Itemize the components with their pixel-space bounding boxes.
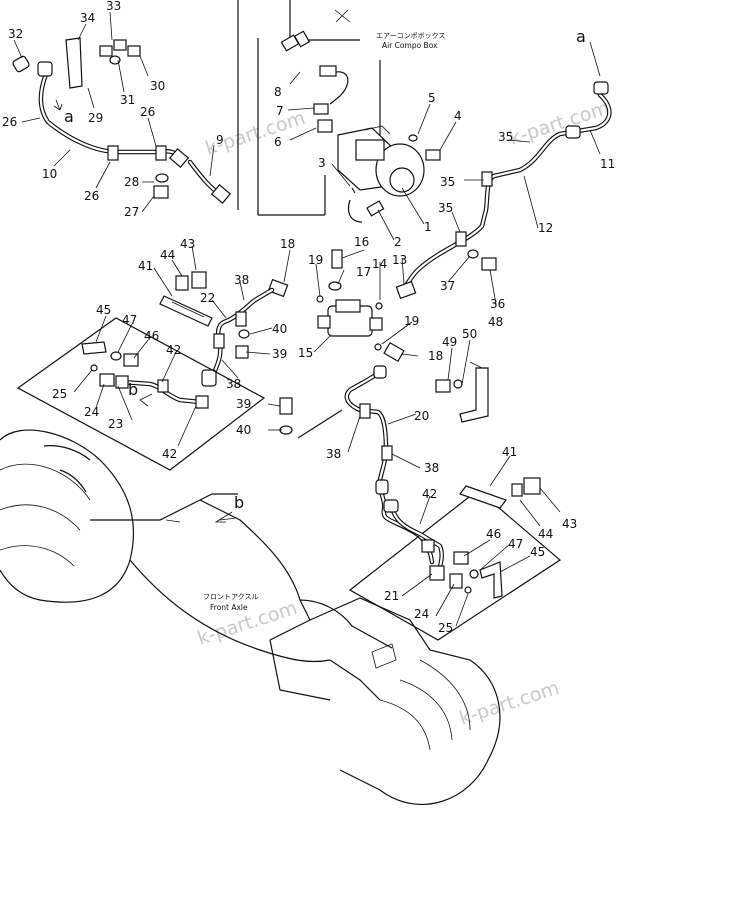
part-number-35b: 35 bbox=[440, 175, 455, 189]
part-number-12: 12 bbox=[538, 221, 553, 235]
part-number-40b: 40 bbox=[236, 423, 251, 437]
part-number-41b: 41 bbox=[502, 445, 517, 459]
part-number-20: 20 bbox=[414, 409, 429, 423]
part-number-44a: 44 bbox=[160, 248, 175, 262]
part-number-27: 27 bbox=[124, 205, 139, 219]
part-number-11: 11 bbox=[600, 157, 615, 171]
part-number-6: 6 bbox=[274, 135, 282, 149]
part-numbers: 32 34 33 30 31 29 26 26 10 26 28 27 9 8 … bbox=[2, 0, 615, 635]
upper-left-pipe bbox=[12, 37, 232, 204]
label-letter-b-left: b bbox=[128, 380, 138, 399]
part-number-25b: 25 bbox=[438, 621, 453, 635]
part-number-2: 2 bbox=[394, 235, 402, 249]
part-number-42b: 42 bbox=[162, 447, 177, 461]
part-number-34: 34 bbox=[80, 11, 95, 25]
part-number-16: 16 bbox=[354, 235, 369, 249]
part-number-38d: 38 bbox=[424, 461, 439, 475]
part-number-19a: 19 bbox=[308, 253, 323, 267]
part-number-43b: 43 bbox=[562, 517, 577, 531]
part-number-46a: 46 bbox=[144, 329, 159, 343]
lower-left-subassembly bbox=[16, 317, 266, 471]
part-number-23: 23 bbox=[108, 417, 123, 431]
part-number-38a: 38 bbox=[234, 273, 249, 287]
part-number-40a: 40 bbox=[272, 322, 287, 336]
part-number-45a: 45 bbox=[96, 303, 111, 317]
part-number-47b: 47 bbox=[508, 537, 523, 551]
part-number-26c: 26 bbox=[84, 189, 99, 203]
part-number-4: 4 bbox=[454, 109, 462, 123]
part-number-5: 5 bbox=[428, 91, 436, 105]
part-number-18b: 18 bbox=[428, 349, 443, 363]
part-number-43a: 43 bbox=[180, 237, 195, 251]
part-number-47a: 47 bbox=[122, 313, 137, 327]
part-number-18a: 18 bbox=[280, 237, 295, 251]
air-compressor-unit bbox=[337, 125, 425, 197]
part-number-14: 14 bbox=[372, 257, 387, 271]
right-bracket-48 bbox=[435, 367, 489, 423]
part-number-35c: 35 bbox=[438, 201, 453, 215]
label-letter-a-left: a bbox=[64, 107, 74, 126]
watermark-top-right: k-part.com bbox=[507, 97, 612, 150]
part-number-33: 33 bbox=[106, 0, 121, 13]
air-compo-box-label-en: Air Compo Box bbox=[382, 41, 438, 50]
part-number-41a: 41 bbox=[138, 259, 153, 273]
part-number-8: 8 bbox=[274, 85, 282, 99]
part-number-42c: 42 bbox=[422, 487, 437, 501]
part-number-7: 7 bbox=[276, 104, 284, 118]
right-pipe-assembly bbox=[395, 81, 612, 300]
part-number-44b: 44 bbox=[538, 527, 553, 541]
label-letter-b-axle: b bbox=[234, 493, 244, 512]
part-number-46b: 46 bbox=[486, 527, 501, 541]
left-bracket-41 bbox=[159, 271, 213, 327]
part-number-29: 29 bbox=[88, 111, 103, 125]
part-number-38c: 38 bbox=[326, 447, 341, 461]
label-letter-a-top: a bbox=[576, 27, 586, 46]
part-number-39b: 39 bbox=[236, 397, 251, 411]
middle-bolt bbox=[279, 397, 293, 435]
part-number-24b: 24 bbox=[414, 607, 429, 621]
part-number-39a: 39 bbox=[272, 347, 287, 361]
left-mid-pipe bbox=[201, 287, 275, 387]
part-number-38b: 38 bbox=[226, 377, 241, 391]
part-number-48: 48 bbox=[488, 315, 503, 329]
part-number-24a: 24 bbox=[84, 405, 99, 419]
part-number-25a: 25 bbox=[52, 387, 67, 401]
part-number-3: 3 bbox=[318, 156, 326, 170]
part-number-49: 49 bbox=[442, 335, 457, 349]
part-number-42a: 42 bbox=[166, 343, 181, 357]
air-compo-box-label-jp: エアーコンポボックス bbox=[376, 32, 445, 40]
part-number-13: 13 bbox=[392, 253, 407, 267]
watermark-bottom-right: k-part.com bbox=[457, 677, 562, 730]
box-fittings bbox=[280, 30, 441, 223]
part-number-1: 1 bbox=[424, 220, 432, 234]
part-number-22: 22 bbox=[200, 291, 215, 305]
part-number-17: 17 bbox=[356, 265, 371, 279]
part-number-45b: 45 bbox=[530, 545, 545, 559]
part-number-26a: 26 bbox=[2, 115, 17, 129]
front-axle-label-jp: フロントアクスル bbox=[203, 593, 258, 601]
part-number-37: 37 bbox=[440, 279, 455, 293]
part-number-10: 10 bbox=[42, 167, 57, 181]
front-axle bbox=[0, 429, 501, 805]
part-number-36: 36 bbox=[490, 297, 505, 311]
part-number-21: 21 bbox=[384, 589, 399, 603]
front-axle-label-en: Front Axle bbox=[210, 603, 248, 612]
part-number-15: 15 bbox=[298, 346, 313, 360]
part-number-19b: 19 bbox=[404, 314, 419, 328]
lower-right-subassembly bbox=[348, 477, 561, 641]
part-number-31: 31 bbox=[120, 93, 135, 107]
part-number-35a: 35 bbox=[498, 130, 513, 144]
part-number-30: 30 bbox=[150, 79, 165, 93]
part-number-9: 9 bbox=[216, 133, 224, 147]
part-number-50: 50 bbox=[462, 327, 477, 341]
part-number-26b: 26 bbox=[140, 105, 155, 119]
part-number-32: 32 bbox=[8, 27, 23, 41]
part-number-28: 28 bbox=[124, 175, 139, 189]
leader-lines bbox=[13, 11, 601, 627]
